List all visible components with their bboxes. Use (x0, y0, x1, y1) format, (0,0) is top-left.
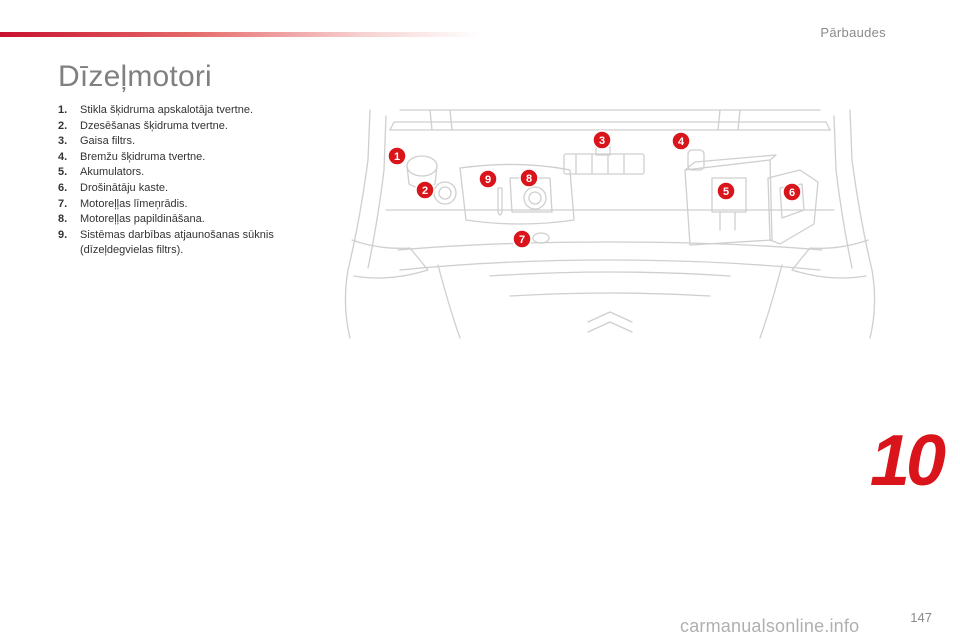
item-text: Motoreļļas līmeņrādis. (80, 197, 188, 210)
callout-markers: 1 2 3 4 5 6 7 8 (387, 130, 802, 249)
svg-text:4: 4 (678, 136, 685, 148)
item-number: 9. (58, 228, 68, 241)
item-text: Sistēmas darbības atjaunošanas sūknis (d… (80, 228, 274, 257)
callout-8: 8 (519, 168, 539, 188)
page-number: 147 (910, 610, 932, 625)
item-number: 1. (58, 104, 68, 116)
list-item: 6. Drošinātāju kaste. (58, 181, 328, 197)
item-number: 4. (58, 150, 68, 163)
page-title: Dīzeļmotori (58, 60, 212, 93)
list-item: 1. Stikla šķidruma apskalotāja tvertne. (58, 103, 328, 119)
section-label: Pārbaudes (820, 25, 886, 40)
svg-text:5: 5 (723, 186, 729, 198)
item-text: Stikla šķidruma apskalotāja tvertne. (80, 104, 254, 116)
list-item: 9. Sistēmas darbības atjaunošanas sūknis … (58, 228, 328, 259)
svg-text:6: 6 (789, 187, 795, 199)
item-number: 6. (58, 181, 68, 194)
item-number: 2. (58, 119, 68, 132)
engine-bay-illustration: 1 2 3 4 5 6 7 8 (344, 109, 876, 339)
callout-3: 3 (592, 130, 612, 150)
svg-text:8: 8 (526, 173, 532, 185)
svg-text:7: 7 (519, 234, 525, 246)
list-item: 2. Dzesēšanas šķidruma tvertne. (58, 119, 328, 135)
item-text: Dzesēšanas šķidruma tvertne. (80, 119, 228, 132)
item-text: Bremžu šķidruma tvertne. (80, 150, 206, 163)
callout-1: 1 (387, 146, 407, 166)
svg-text:3: 3 (599, 135, 605, 147)
svg-text:1: 1 (394, 151, 400, 163)
item-number: 8. (58, 213, 68, 226)
item-number: 7. (58, 197, 68, 210)
engine-line-art (344, 109, 876, 339)
header-accent-bar (0, 32, 480, 37)
callout-4: 4 (671, 131, 691, 151)
item-number: 3. (58, 135, 68, 148)
list-item: 4. Bremžu šķidruma tvertne. (58, 150, 328, 166)
item-text: Gaisa filtrs. (80, 135, 136, 148)
callout-6: 6 (782, 182, 802, 202)
item-text: Motoreļļas papildināšana. (80, 213, 205, 226)
watermark-text: carmanualsonline.info (680, 616, 860, 636)
svg-text:2: 2 (422, 185, 428, 197)
item-text: Akumulators. (80, 166, 145, 179)
callout-2: 2 (415, 180, 435, 200)
callout-7: 7 (512, 229, 532, 249)
svg-text:9: 9 (485, 174, 491, 186)
list-item: 8. Motoreļļas papildināšana. (58, 212, 328, 228)
list-item: 3. Gaisa filtrs. (58, 134, 328, 150)
callout-5: 5 (716, 181, 736, 201)
chapter-number: 10 (869, 421, 946, 501)
callout-9: 9 (478, 169, 498, 189)
item-text: Drošinātāju kaste. (80, 181, 169, 194)
list-item: 7. Motoreļļas līmeņrādis. (58, 197, 328, 213)
component-list: 1. Stikla šķidruma apskalotāja tvertne. 2… (58, 103, 328, 259)
item-number: 5. (58, 166, 68, 179)
list-item: 5. Akumulators. (58, 165, 328, 181)
